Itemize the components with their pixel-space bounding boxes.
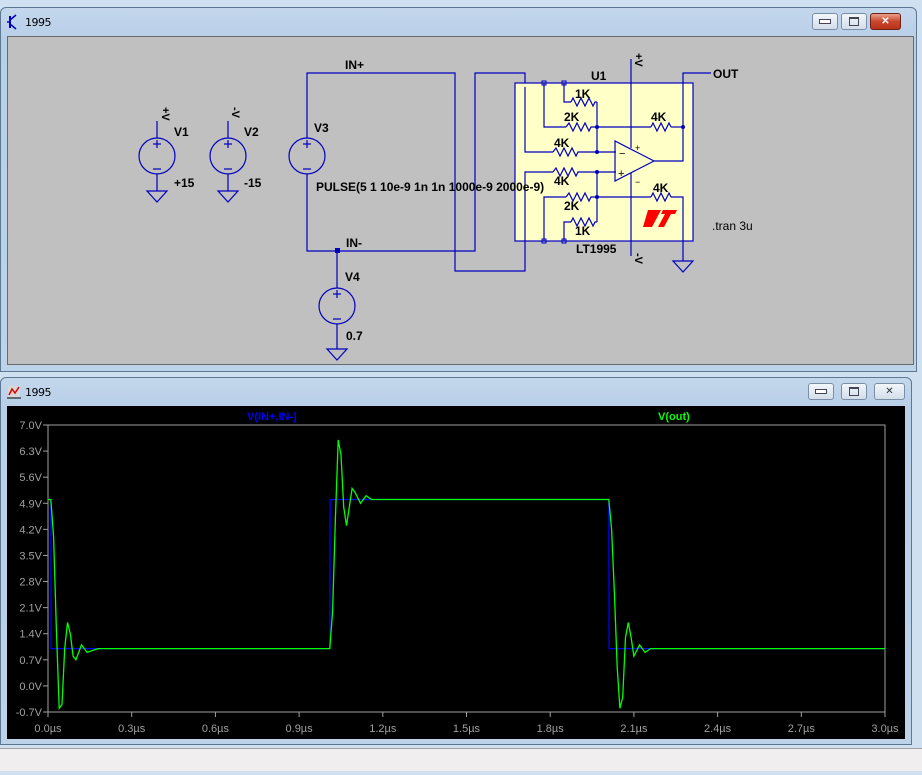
x-tick-label: 2.4µs [704,723,732,735]
net-label-in-plus: IN+ [345,58,364,72]
close-icon: ✕ [881,16,890,27]
plot-title: 1995 [25,386,52,399]
resistor-2k-bottom: 2K [564,199,580,213]
v3-value: PULSE(5 1 10e-9 1n 1n 1000e-9 2000e-9) [316,180,544,194]
tran-directive[interactable]: .tran 3u [712,219,753,233]
x-tick-label: 2.7µs [788,723,816,735]
plot-titlebar[interactable]: 1995 ✕ [1,378,911,406]
x-tick-label: 3.0µs [871,723,899,735]
maximize-button[interactable] [841,383,867,400]
y-tick-label: -0.7V [16,707,43,719]
net-flag-u1-vminus: -V [632,253,644,265]
svg-text:+: + [635,143,640,153]
x-tick-label: 0.9µs [286,723,314,735]
v1-label: V1 [174,125,189,139]
svg-text:−: − [619,148,625,160]
resistor-4k-feedback: 4K [651,110,667,124]
v2-value: -15 [244,176,262,190]
net-flag-v2: -V [229,107,241,119]
legend-v-in[interactable]: V(IN+,IN-) [247,411,297,423]
schematic-title: 1995 [25,16,52,29]
y-tick-label: 1.4V [19,629,42,641]
y-tick-label: 2.8V [19,577,42,589]
y-tick-label: 4.2V [19,524,42,536]
plot-frame [47,424,886,713]
v2-label: V2 [244,125,259,139]
x-tick-label: 0.6µs [202,723,230,735]
x-tick-label: 0.0µs [34,723,62,735]
y-tick-label: 6.3V [19,446,42,458]
waveform-chart: 7.0V 6.3V 5.6V 4.9V 4.2V 3.5V 2.8V 2.1V 1.4V 0.7V… [16,411,899,735]
y-tick-label: 0.7V [19,655,42,667]
maximize-icon [849,17,859,26]
y-tick-label: 3.5V [19,550,42,562]
maximize-button[interactable] [841,13,867,30]
voltage-source-v3[interactable] [288,137,326,175]
v4-value: 0.7 [346,329,363,343]
close-icon: ✕ [885,386,894,397]
trace-v-in [48,498,885,650]
v1-value: +15 [174,176,195,190]
x-tick-label: 0.3µs [118,723,146,735]
y-tick-label: 2.1V [19,603,42,615]
waveform-plot[interactable]: 7.0V 6.3V 5.6V 4.9V 4.2V 3.5V 2.8V 2.1V 1.4V 0.7V… [7,406,905,739]
close-button[interactable]: ✕ [874,383,905,400]
resistor-1k-bottom: 1K [575,224,591,238]
wire-in-minus [306,72,526,252]
status-bar [0,748,922,771]
voltage-source-v4[interactable] [318,251,356,361]
schematic-titlebar[interactable]: 1995 ✕ [1,8,916,36]
trace-v-out [48,439,885,711]
u1-ref: U1 [591,69,607,83]
resistor-4k-in: 4K [554,136,570,150]
resistor-4k-ref: 4K [653,181,669,195]
transistor-icon [7,14,17,30]
x-tick-label: 2.1µs [620,723,648,735]
resistor-1k-top: 1K [575,87,591,101]
u1-part: LT1995 [576,242,617,256]
minimize-button[interactable] [808,383,834,400]
minimize-icon [819,19,831,24]
resistor-2k-top: 2K [564,110,580,124]
wire-in-plus [306,72,526,272]
svg-text:−: − [635,177,640,187]
waveform-icon [7,386,21,399]
v3-label: V3 [314,121,329,135]
maximize-icon [849,387,859,396]
net-label-out: OUT [713,67,739,81]
legend-v-out[interactable]: V(out) [658,411,690,423]
x-tick-label: 1.5µs [453,723,481,735]
y-tick-label: 4.9V [19,498,42,510]
x-tick-label: 1.2µs [369,723,397,735]
net-flag-v1: +V [159,107,171,121]
lt1995-ic[interactable]: −+ +− [514,59,711,273]
y-tick-label: 5.6V [19,472,42,484]
net-flag-u1-vplus: +V [632,53,644,67]
close-button[interactable]: ✕ [870,13,901,30]
y-tick-label: 7.0V [19,420,42,432]
schematic-canvas[interactable]: −+ +− V1 +15 V2 -15 V3 PULSE(5 1 10e-9 1… [7,36,914,365]
minimize-button[interactable] [812,13,838,30]
svg-text:+: + [618,168,624,180]
x-tick-label: 1.8µs [537,723,565,735]
schematic-drawing: −+ +− V1 +15 V2 -15 V3 PULSE(5 1 10e-9 1… [138,53,753,361]
voltage-source-v2[interactable] [209,121,247,203]
v4-label: V4 [345,270,360,284]
voltage-source-v1[interactable] [138,121,176,203]
resistor-4k-in-bottom: 4K [554,174,570,188]
y-tick-label: 0.0V [19,681,42,693]
lt-logo [643,210,677,227]
minimize-icon [815,389,827,394]
net-label-in-minus: IN- [346,236,362,250]
